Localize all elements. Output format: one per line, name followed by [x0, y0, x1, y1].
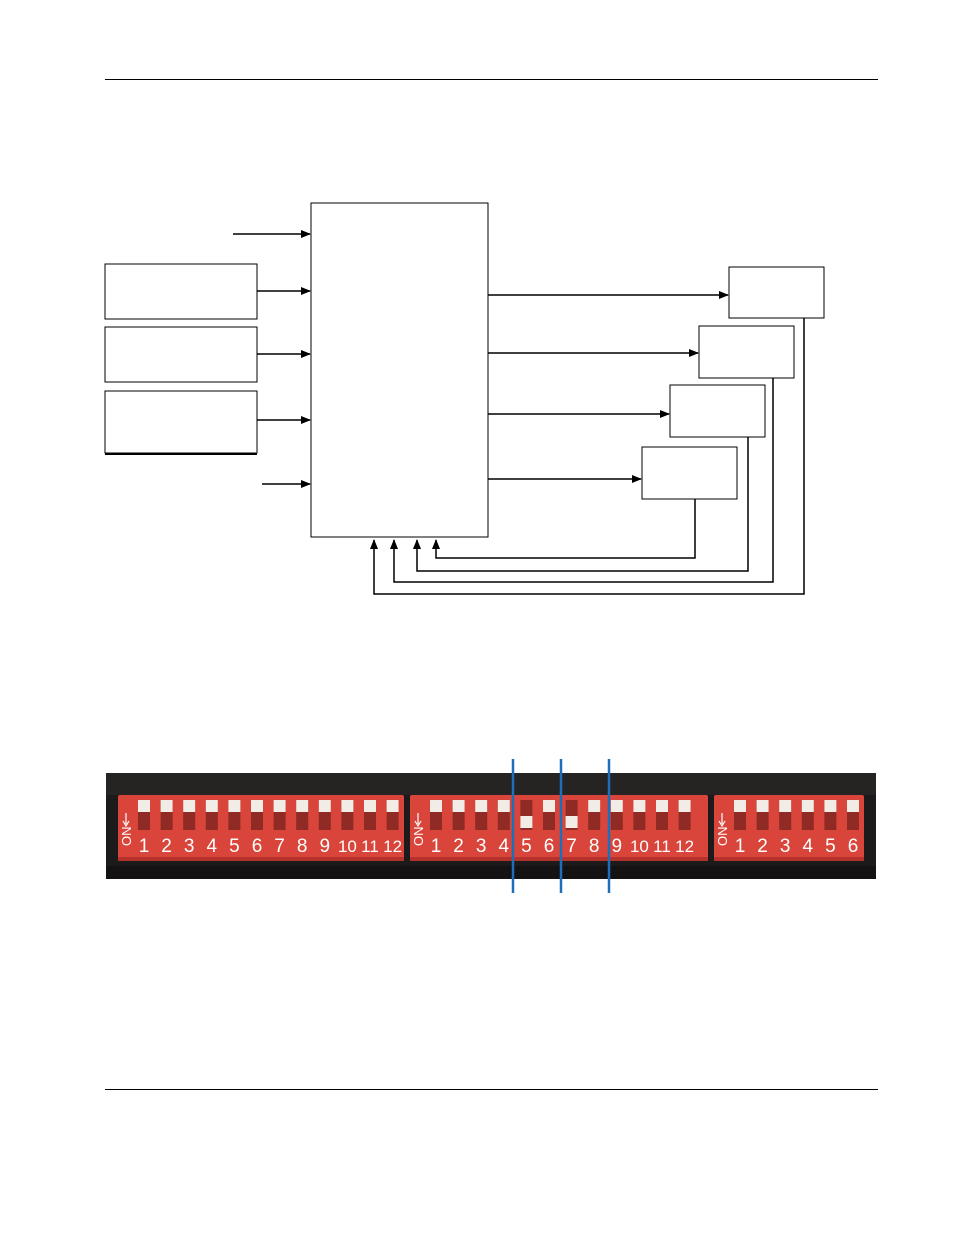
- switch-number-label: 1: [735, 836, 746, 857]
- switch-actuator-1-7: [274, 800, 286, 812]
- switch-number-label: 3: [184, 836, 195, 857]
- switch-number-label: 10: [338, 837, 357, 856]
- switch-actuator-1-5: [228, 800, 240, 812]
- switch-number-label: 3: [476, 836, 487, 857]
- switch-actuator-1-3: [183, 800, 195, 812]
- switch-actuator-2-4: [498, 800, 510, 812]
- switch-number-label: 4: [207, 836, 218, 857]
- switch-number-label: 1: [139, 836, 150, 857]
- switch-actuator-3-2: [757, 800, 769, 812]
- switch-number-label: 6: [252, 836, 263, 857]
- switch-number-label: 10: [630, 837, 649, 856]
- housing-bottom-lip: [106, 866, 876, 879]
- switch-bank-3-base: [714, 857, 864, 861]
- switch-actuator-2-9: [611, 800, 623, 812]
- switch-number-label: 4: [499, 836, 510, 857]
- housing-top-lip: [106, 773, 876, 795]
- switch-actuator-2-6: [543, 800, 555, 812]
- on-label: ON: [119, 827, 134, 847]
- switch-number-label: 5: [825, 836, 836, 857]
- switch-number-label: 9: [320, 836, 331, 857]
- switch-actuator-1-9: [319, 800, 331, 812]
- switch-actuator-2-12: [679, 800, 691, 812]
- switch-actuator-2-8: [588, 800, 600, 812]
- switch-actuator-2-1: [430, 800, 442, 812]
- switch-actuator-1-11: [364, 800, 376, 812]
- switch-number-label: 5: [229, 836, 240, 857]
- switch-actuator-1-1: [138, 800, 150, 812]
- switch-actuator-1-4: [206, 800, 218, 812]
- switch-number-label: 8: [297, 836, 308, 857]
- switch-actuator-2-11: [656, 800, 668, 812]
- switch-number-label: 2: [757, 836, 768, 857]
- switch-number-label: 6: [544, 836, 555, 857]
- switch-number-label: 2: [453, 836, 464, 857]
- switch-number-label: 11: [361, 837, 379, 856]
- switch-actuator-3-4: [802, 800, 814, 812]
- switch-actuator-1-2: [161, 800, 173, 812]
- switch-number-label: 7: [566, 836, 577, 857]
- switch-actuator-2-2: [453, 800, 465, 812]
- switch-actuator-3-5: [824, 800, 836, 812]
- switch-number-label: 2: [161, 836, 172, 857]
- switch-actuator-3-1: [734, 800, 746, 812]
- switch-number-label: 9: [612, 836, 623, 857]
- switch-number-label: 4: [803, 836, 814, 857]
- switch-actuator-3-3: [779, 800, 791, 812]
- switch-bank-2-base: [410, 857, 708, 861]
- switch-number-label: 3: [780, 836, 791, 857]
- switch-number-label: 7: [274, 836, 285, 857]
- switch-number-label: 12: [675, 837, 694, 856]
- switch-actuator-2-10: [633, 800, 645, 812]
- on-label: ON: [411, 827, 426, 847]
- switch-actuator-3-6: [847, 800, 859, 812]
- switch-number-label: 5: [521, 836, 532, 857]
- switch-number-label: 11: [653, 837, 671, 856]
- switch-bank-1-base: [118, 857, 404, 861]
- switch-number-label: 8: [589, 836, 600, 857]
- switch-actuator-1-6: [251, 800, 263, 812]
- switch-number-label: 6: [848, 836, 859, 857]
- switch-actuator-1-8: [296, 800, 308, 812]
- switch-actuator-1-10: [341, 800, 353, 812]
- switch-actuator-2-5: [520, 816, 532, 828]
- switch-actuator-1-12: [387, 800, 399, 812]
- switch-actuator-2-7: [566, 816, 578, 828]
- switch-number-label: 12: [383, 837, 402, 856]
- on-label: ON: [715, 827, 730, 847]
- switch-number-label: 1: [431, 836, 442, 857]
- switch-actuator-2-3: [475, 800, 487, 812]
